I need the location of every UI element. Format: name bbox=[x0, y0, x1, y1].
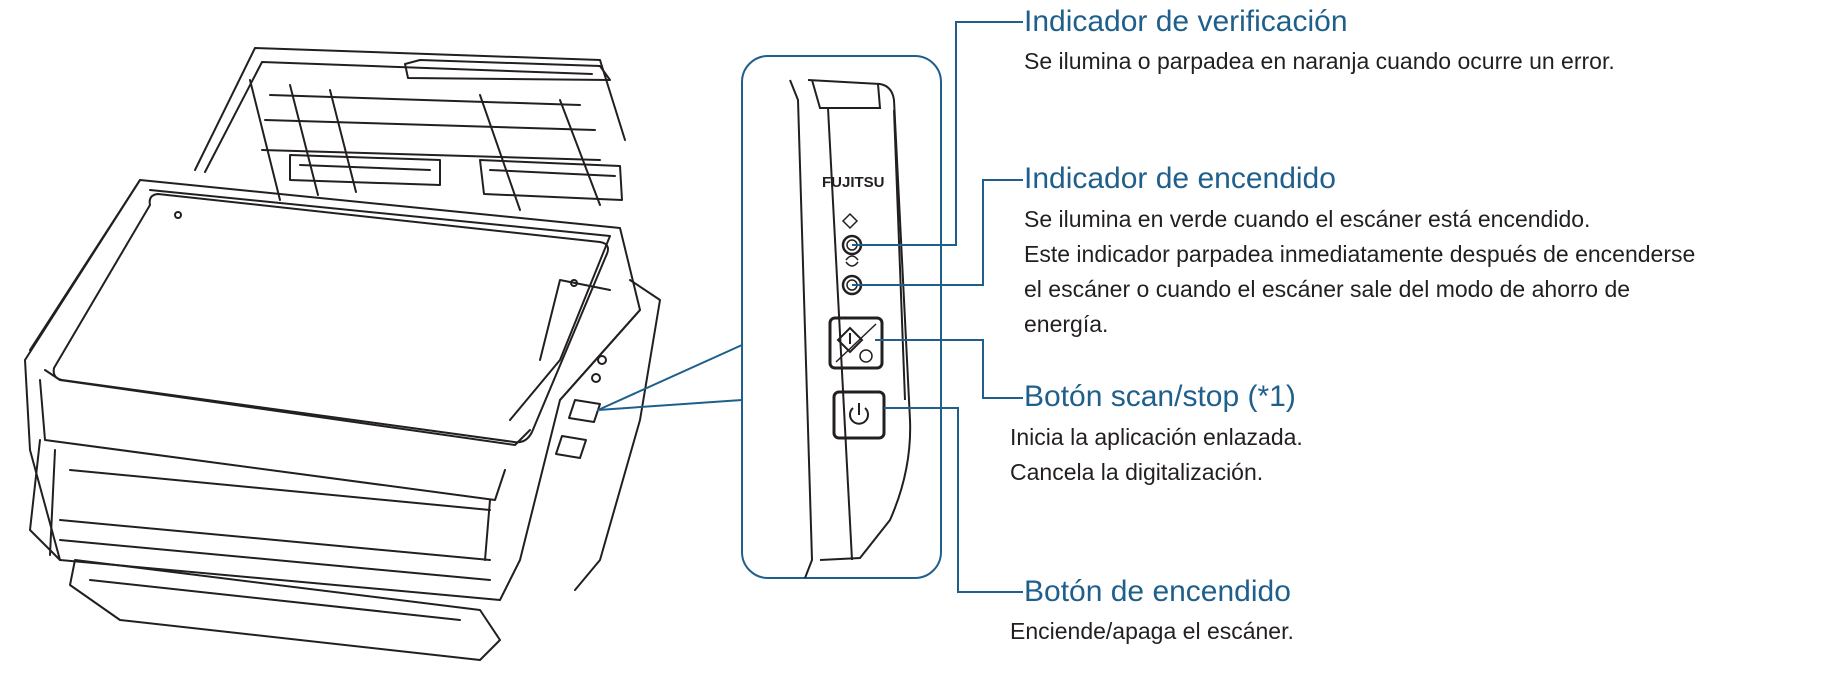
zoom-guide-lines bbox=[597, 344, 743, 411]
check-indicator-title: Indicador de verificación bbox=[1024, 5, 1348, 38]
scan-stop-button-description: Inicia la aplicación enlazada. Cancela l… bbox=[1010, 420, 1303, 490]
description-line: el escáner o cuando el escáner sale del … bbox=[1024, 276, 1631, 302]
power-indicator-description: Se ilumina en verde cuando el escáner es… bbox=[1024, 202, 1695, 342]
power-button-description: Enciende/apaga el escáner. bbox=[1010, 614, 1294, 649]
brand-logo: FUJITSU bbox=[822, 174, 885, 191]
scan-stop-button-title: Botón scan/stop (*1) bbox=[1024, 380, 1296, 413]
description-line: Se ilumina o parpadea en naranja cuando … bbox=[1024, 48, 1615, 74]
description-line: Se ilumina en verde cuando el escáner es… bbox=[1024, 206, 1591, 232]
description-line: Cancela la digitalización. bbox=[1010, 459, 1264, 485]
paper-chute bbox=[194, 47, 626, 211]
power-button-title: Botón de encendido bbox=[1024, 575, 1291, 608]
description-line: Enciende/apaga el escáner. bbox=[1010, 618, 1294, 644]
leader-lines bbox=[852, 21, 1023, 593]
description-line: Inicia la aplicación enlazada. bbox=[1010, 424, 1303, 450]
scanner-body bbox=[24, 179, 661, 661]
description-line: energía. bbox=[1024, 311, 1109, 337]
check-indicator-description: Se ilumina o parpadea en naranja cuando … bbox=[1024, 44, 1615, 79]
body-control-panel bbox=[555, 355, 607, 459]
power-indicator-title: Indicador de encendido bbox=[1024, 162, 1336, 195]
zoom-panel: FUJITSU bbox=[741, 55, 942, 579]
description-line: Este indicador parpadea inmediatamente d… bbox=[1024, 241, 1696, 267]
